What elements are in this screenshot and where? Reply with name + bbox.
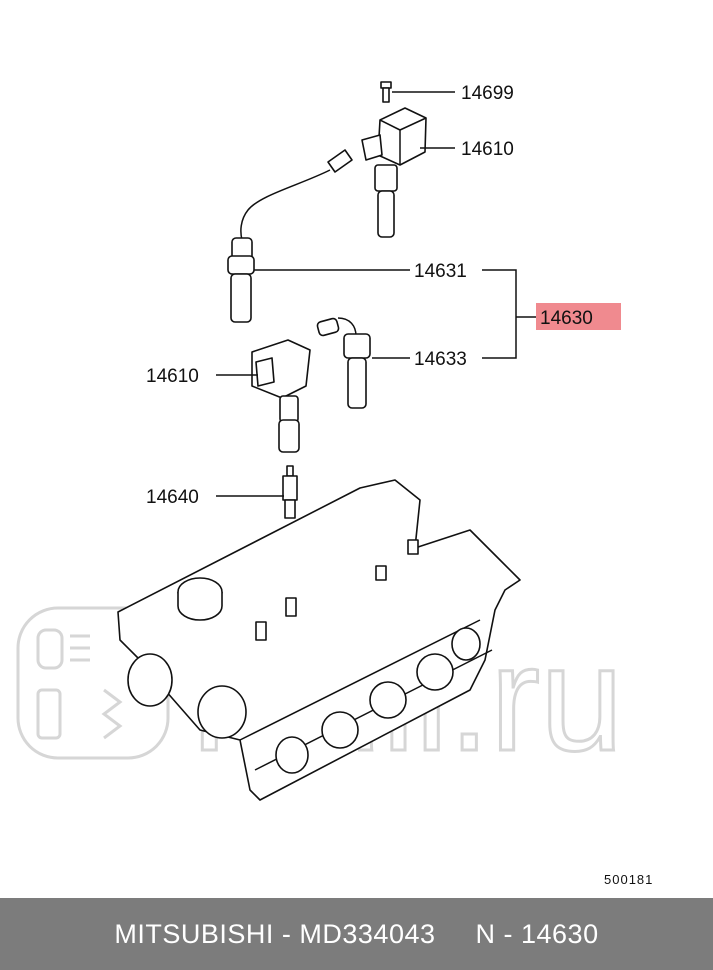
footer-bar: MITSUBISHI - MD334043 N - 14630 xyxy=(0,898,713,970)
ignition-coil-lower xyxy=(251,339,311,453)
callout-14630: 14630 xyxy=(540,308,593,329)
bolt-14699 xyxy=(380,81,392,103)
callout-14640: 14640 xyxy=(146,487,199,508)
cylinder-head xyxy=(117,479,521,801)
callout-14610-lower: 14610 xyxy=(146,366,199,387)
spark-plug xyxy=(282,465,298,519)
callout-14610-upper: 14610 xyxy=(461,139,514,160)
callout-14699: 14699 xyxy=(461,83,514,104)
highlight-box xyxy=(536,303,621,330)
diagram-reference-code: 500181 xyxy=(604,872,653,887)
ignition-coil-upper xyxy=(361,107,427,238)
callout-14631: 14631 xyxy=(414,261,467,282)
ignition-cable-short xyxy=(316,317,371,409)
parts-diagram: Ruli.ru xyxy=(16,81,653,887)
leader-lines xyxy=(216,91,538,497)
footer-part-info: MITSUBISHI - MD334043 N - 14630 xyxy=(114,918,599,949)
ignition-cable-long xyxy=(227,149,353,323)
callout-14633: 14633 xyxy=(414,349,467,370)
bracket-cable-set xyxy=(482,269,517,359)
